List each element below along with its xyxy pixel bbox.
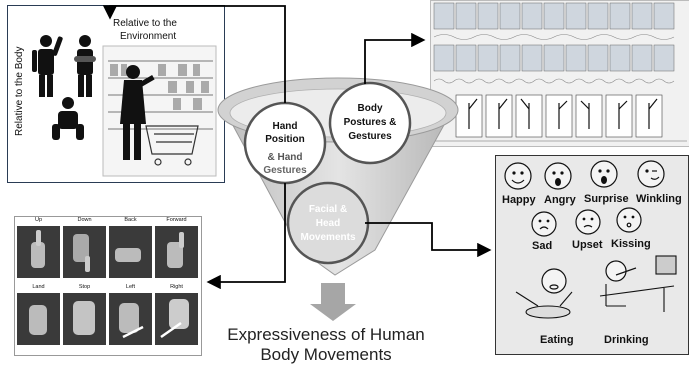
sitting-person-icon [52,97,84,140]
gesture-label: Right [170,284,183,290]
hand-circle-line1: Hand [273,121,298,132]
face-label: Kissing [611,238,651,250]
face-label: Angry [544,194,576,206]
gesture-label: Up [34,217,43,223]
down-arrow [310,283,356,321]
gesture-label: Down [77,217,92,223]
hand-gestures-panel: Up Down Back Forward Land Stop Left Righ… [14,216,202,356]
face-circle-line3: Movements [300,232,355,243]
gesture-label: Back [124,217,137,223]
connector-to-hand-gestures [206,183,286,290]
face-label: Winkling [636,193,682,205]
face-label: Happy [502,194,536,206]
hand-gesture-image [109,293,152,345]
gesture-label: Stop [78,284,91,290]
hand-gesture-image [155,226,198,278]
label-relative-body: Relative to the Body [14,47,25,137]
body-circle-line3: Gestures [348,131,392,142]
label-relative-environment: Relative to the Environment [113,18,180,42]
diagram-title-line2: Body Movements [260,345,392,364]
diagram-title-line1: Expressiveness of Human [227,325,425,344]
hand-gesture-image [63,226,106,278]
supermarket-scene [102,45,217,177]
hand-circle-line2: Position [265,134,304,145]
connector-to-body-postures [364,32,426,84]
hand-gesture-image [155,293,198,345]
body-postures-panel [430,0,689,147]
gesture-label: Land [32,284,45,290]
person-icon [32,35,63,97]
body-postures-illustration [433,2,687,142]
body-circle-line2: Postures & [344,117,397,128]
faces-illustration [504,160,677,319]
face-circle-line2: Head [316,218,340,229]
person-icon [74,35,96,97]
gesture-label: Left [125,284,136,290]
face-label: Surprise [584,193,629,205]
face-label: Eating [540,334,574,346]
connector-to-faces [365,222,492,258]
face-label: Upset [572,239,603,251]
facial-expressions-panel: Happy Angry Surprise Winkling Sad Upset … [495,155,689,355]
hand-gesture-image [17,293,60,345]
hand-circle-line3: & Hand [268,152,303,163]
connector-to-environment [102,5,286,103]
environment-body-panel: Relative to the Body [7,5,225,183]
gesture-label: Forward [166,217,187,223]
hand-gesture-image [17,226,60,278]
hand-circle-line4: Gestures [263,165,307,176]
hand-gesture-image [109,226,152,278]
face-label: Sad [532,240,553,252]
body-postures-circle [328,81,412,165]
body-circle-line1: Body [358,103,383,114]
environment-body-illustration: Relative to the Body [14,18,217,177]
face-circle-line1: Facial & [309,204,347,215]
face-label: Drinking [604,334,649,346]
hand-gesture-image [63,293,106,345]
